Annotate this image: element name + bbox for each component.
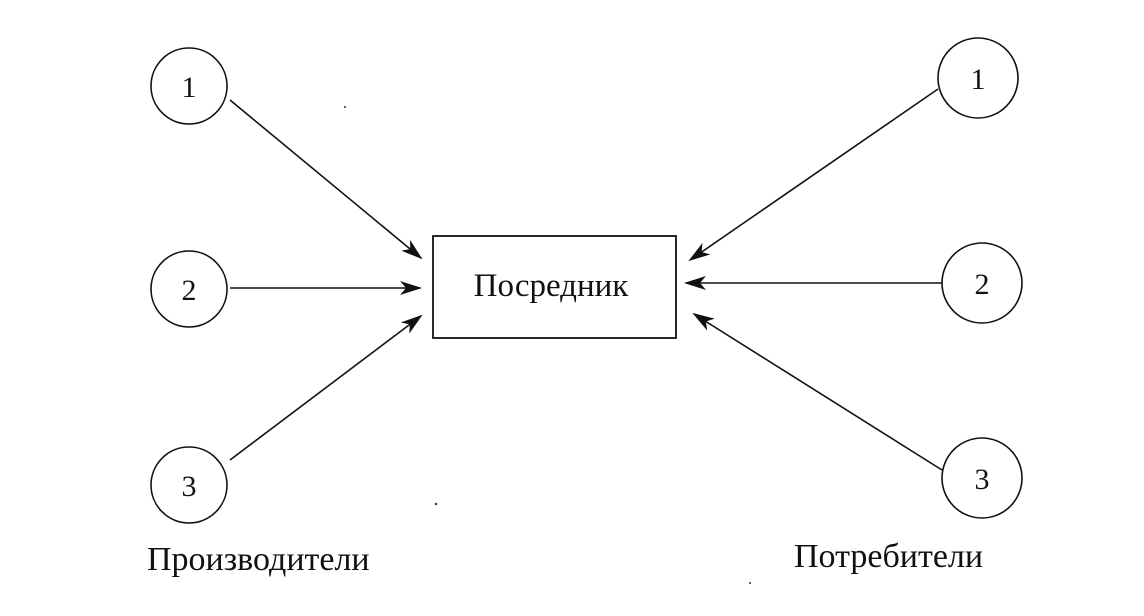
scan-speck (344, 106, 346, 108)
scan-speck (749, 582, 751, 584)
consumer-node-1-label: 1 (971, 63, 986, 96)
intermediary-node: Посредник (432, 235, 677, 339)
producer-node-1-label: 1 (182, 71, 197, 104)
producer-node-2-label: 2 (182, 274, 197, 307)
producers-label: Производители (147, 541, 370, 578)
edge-consumer-1 (688, 88, 939, 262)
edge-producer-1 (229, 99, 423, 260)
consumer-node-1: 1 (937, 37, 1019, 119)
producer-node-2: 2 (150, 250, 228, 328)
producer-node-3: 3 (150, 446, 228, 524)
consumer-node-2: 2 (941, 242, 1023, 324)
producer-node-3-label: 3 (182, 470, 197, 503)
consumer-node-2-label: 2 (975, 268, 990, 301)
intermediary-label: Посредник (474, 268, 630, 304)
consumer-node-3: 3 (941, 437, 1023, 519)
scan-speck (434, 502, 438, 506)
consumer-node-3-label: 3 (975, 463, 990, 496)
producer-node-1: 1 (150, 47, 228, 125)
edge-consumer-3 (692, 312, 943, 471)
consumers-label: Потребители (794, 538, 983, 575)
edge-producer-3 (229, 314, 423, 461)
